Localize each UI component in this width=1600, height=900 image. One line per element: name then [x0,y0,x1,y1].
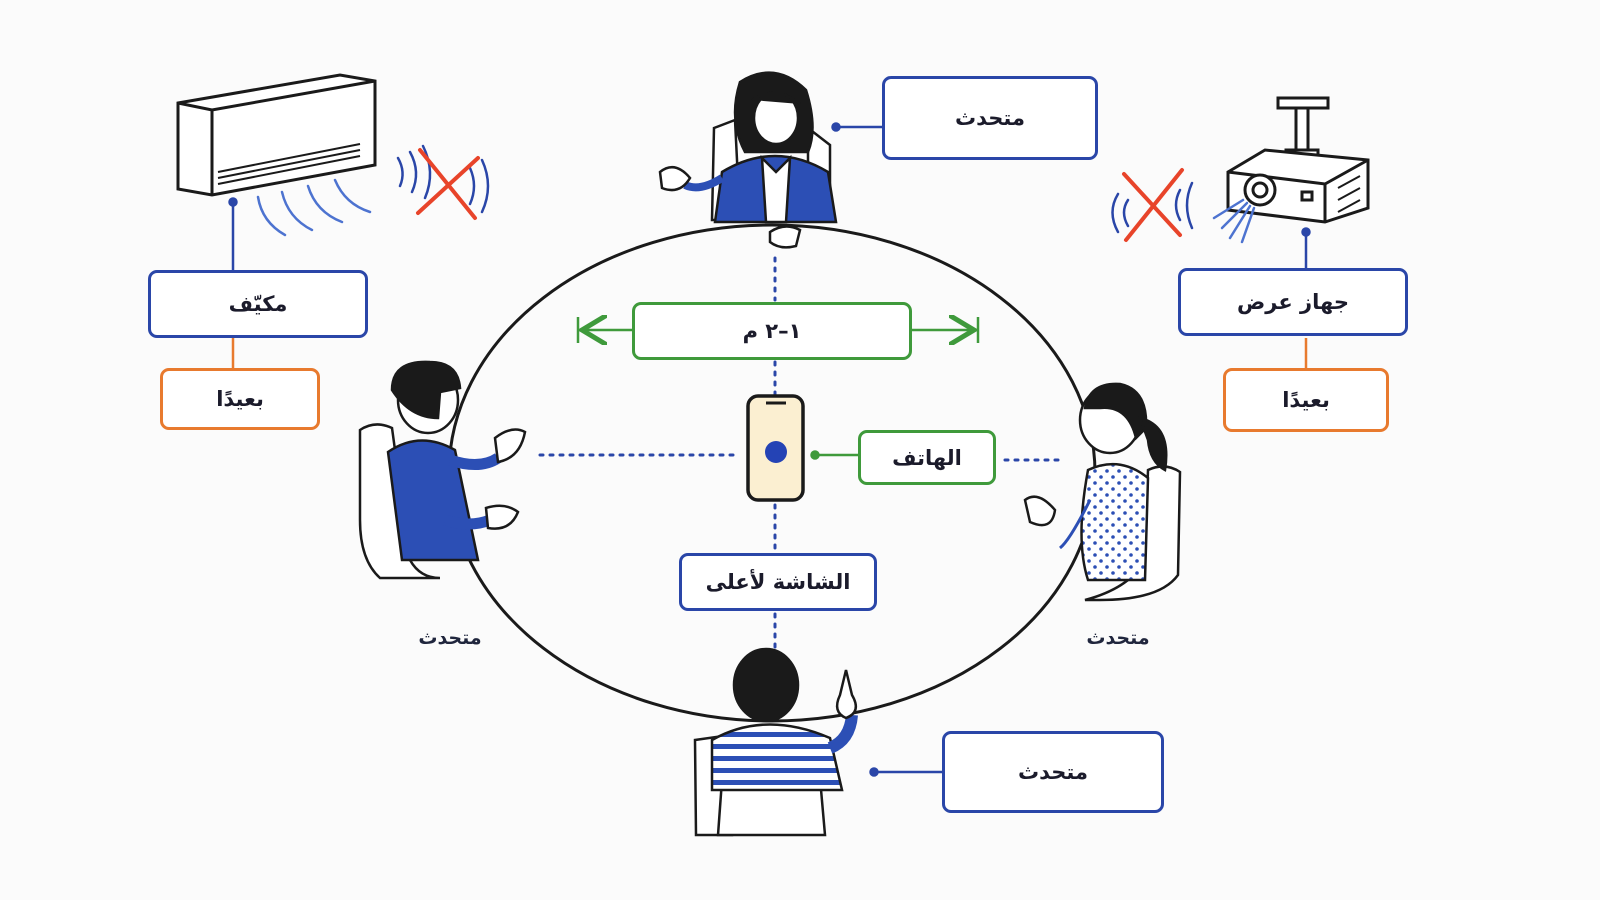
ac-sound-waves [396,144,490,214]
ac-label: مكيّف [228,292,288,316]
cross-icon [416,148,480,220]
ac-airflow [256,178,372,237]
bottom-speaker-label: متحدث [1018,760,1088,784]
projector-sound-waves [1111,181,1194,234]
left-speaker-label: متحدث [418,627,482,649]
projector-box: جهاز عرض [1178,268,1408,336]
right-person [1023,382,1182,602]
phone-box: الهاتف [858,430,996,485]
projector-beam [1212,198,1256,244]
dotted-connectors [538,256,1060,652]
air-conditioner-icon [176,73,377,197]
top-speaker-label: متحدث [955,106,1025,130]
smartphone-icon [746,394,805,502]
distance-label: ١–٢ م [742,319,802,343]
right-speaker-label: متحدث [1086,627,1150,649]
left-person [358,360,527,580]
screen-up-box: الشاشة لأعلى [679,553,877,611]
projector-away-box: بعيدًا [1223,368,1389,432]
projector-away-label: بعيدًا [1282,388,1330,412]
ac-away-label: بعيدًا [216,387,264,411]
projector-icon [1226,96,1370,224]
ac-away-box: بعيدًا [160,368,320,430]
bottom-speaker-box: متحدث [942,731,1164,813]
distance-box: ١–٢ م [632,302,912,360]
screen-up-label: الشاشة لأعلى [705,570,851,594]
distance-arrows [576,317,980,343]
ac-box: مكيّف [148,270,368,338]
cross-icon [1122,168,1184,242]
top-person [658,71,838,249]
top-speaker-box: متحدث [882,76,1098,160]
leader-lines [228,122,1311,777]
phone-label: الهاتف [892,445,962,470]
bottom-person [693,647,858,837]
projector-label: جهاز عرض [1237,290,1349,314]
